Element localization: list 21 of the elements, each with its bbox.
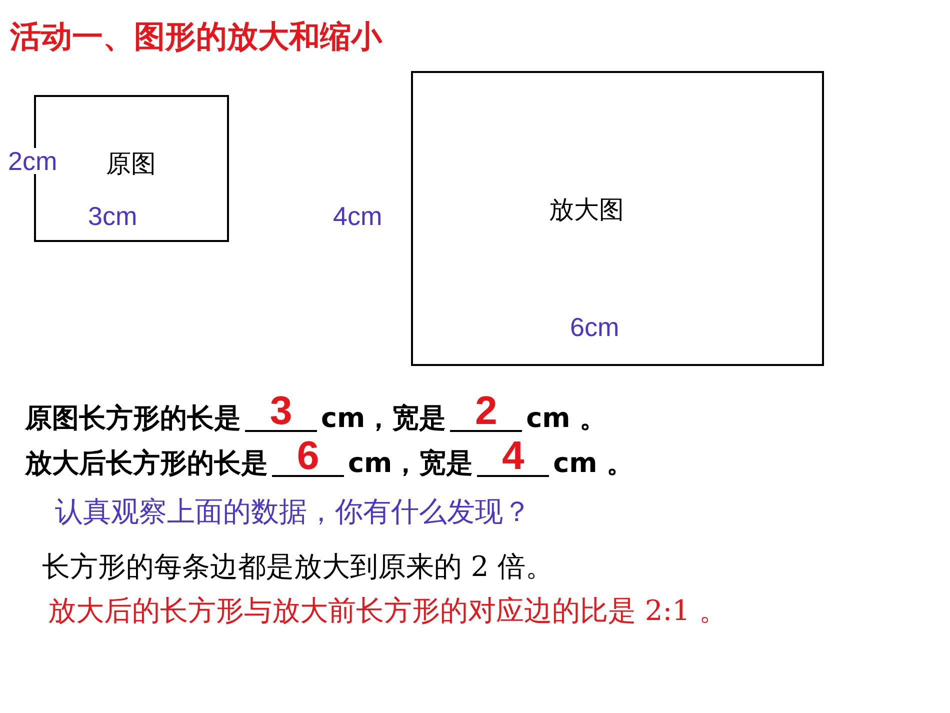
rectangle	[411, 71, 824, 366]
sentence-text: 放大后长方形的长是	[25, 450, 268, 477]
sentence-text: cm 。	[526, 405, 607, 432]
sentence-text: cm，宽是	[321, 405, 446, 432]
dimension-label: 2cm	[8, 148, 58, 174]
sentence-text: 认真观察上面的数据，你有什么发现？	[55, 498, 531, 526]
dimension-label: 6cm	[570, 314, 620, 340]
dimension-label: 3cm	[88, 203, 138, 229]
fill-in-line: 3	[245, 392, 317, 432]
rectangle-label: 放大图	[549, 194, 624, 226]
fill-in-line: 4	[477, 437, 550, 477]
fill-in-line: 2	[450, 392, 522, 432]
sentence-text: 放大后的长方形与放大前长方形的对应边的比是 2:1 。	[48, 597, 727, 625]
sentence-text: 原图长方形的长是	[25, 405, 241, 432]
sentence-text: cm，宽是	[348, 450, 474, 477]
title: 活动一、图形的放大和缩小	[10, 18, 382, 57]
dimension-label: 4cm	[333, 203, 382, 229]
fill-in-line: 6	[272, 437, 344, 477]
sentence-text: cm 。	[553, 450, 634, 477]
rectangle-label: 原图	[106, 148, 156, 180]
sentence-text: 长方形的每条边都是放大到原来的 2 倍。	[42, 553, 554, 581]
